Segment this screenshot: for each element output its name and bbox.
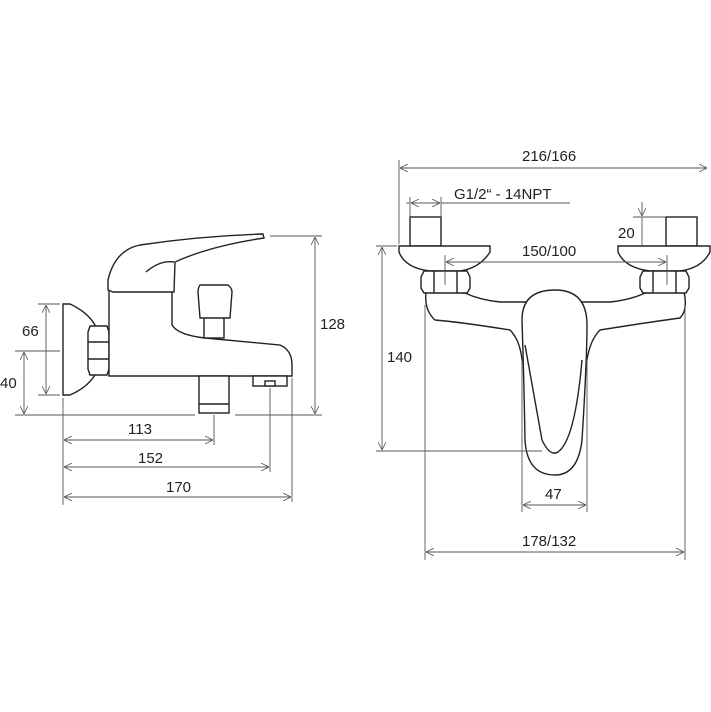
nut bbox=[87, 325, 110, 376]
dim-handle-label: 47 bbox=[545, 486, 562, 503]
diverter-knob bbox=[197, 284, 233, 319]
dim-total-width-label: 216/166 bbox=[522, 148, 576, 165]
thread-label: G1/2“ - 14NPT bbox=[454, 186, 552, 203]
front-view: 216/166 G1/2“ - 14NPT 20 150/100 140 47 … bbox=[376, 148, 711, 560]
dim-axis-label: 40 bbox=[0, 375, 17, 392]
dim-170-label: 170 bbox=[166, 479, 191, 496]
dim-body-width-label: 178/132 bbox=[522, 533, 576, 550]
dim-centers-label: 150/100 bbox=[522, 243, 576, 260]
dim-113-label: 113 bbox=[128, 421, 152, 438]
mixer-body bbox=[108, 287, 293, 377]
left-nut bbox=[420, 270, 471, 294]
left-wall-plate bbox=[398, 245, 491, 272]
dim-height-label: 140 bbox=[387, 349, 412, 366]
dim-plate-label: 66 bbox=[22, 323, 39, 340]
dim-height-label: 128 bbox=[320, 316, 345, 333]
side-view: 128 66 40 113 152 170 bbox=[0, 233, 345, 505]
right-nut bbox=[639, 270, 690, 294]
dim-connector-label: 20 bbox=[618, 225, 635, 242]
left-connector bbox=[409, 216, 442, 247]
dim-152-label: 152 bbox=[138, 450, 163, 467]
lever-handle bbox=[107, 233, 265, 293]
right-connector bbox=[665, 216, 698, 247]
right-wall-plate bbox=[617, 245, 711, 272]
shower-outlet bbox=[198, 375, 230, 414]
